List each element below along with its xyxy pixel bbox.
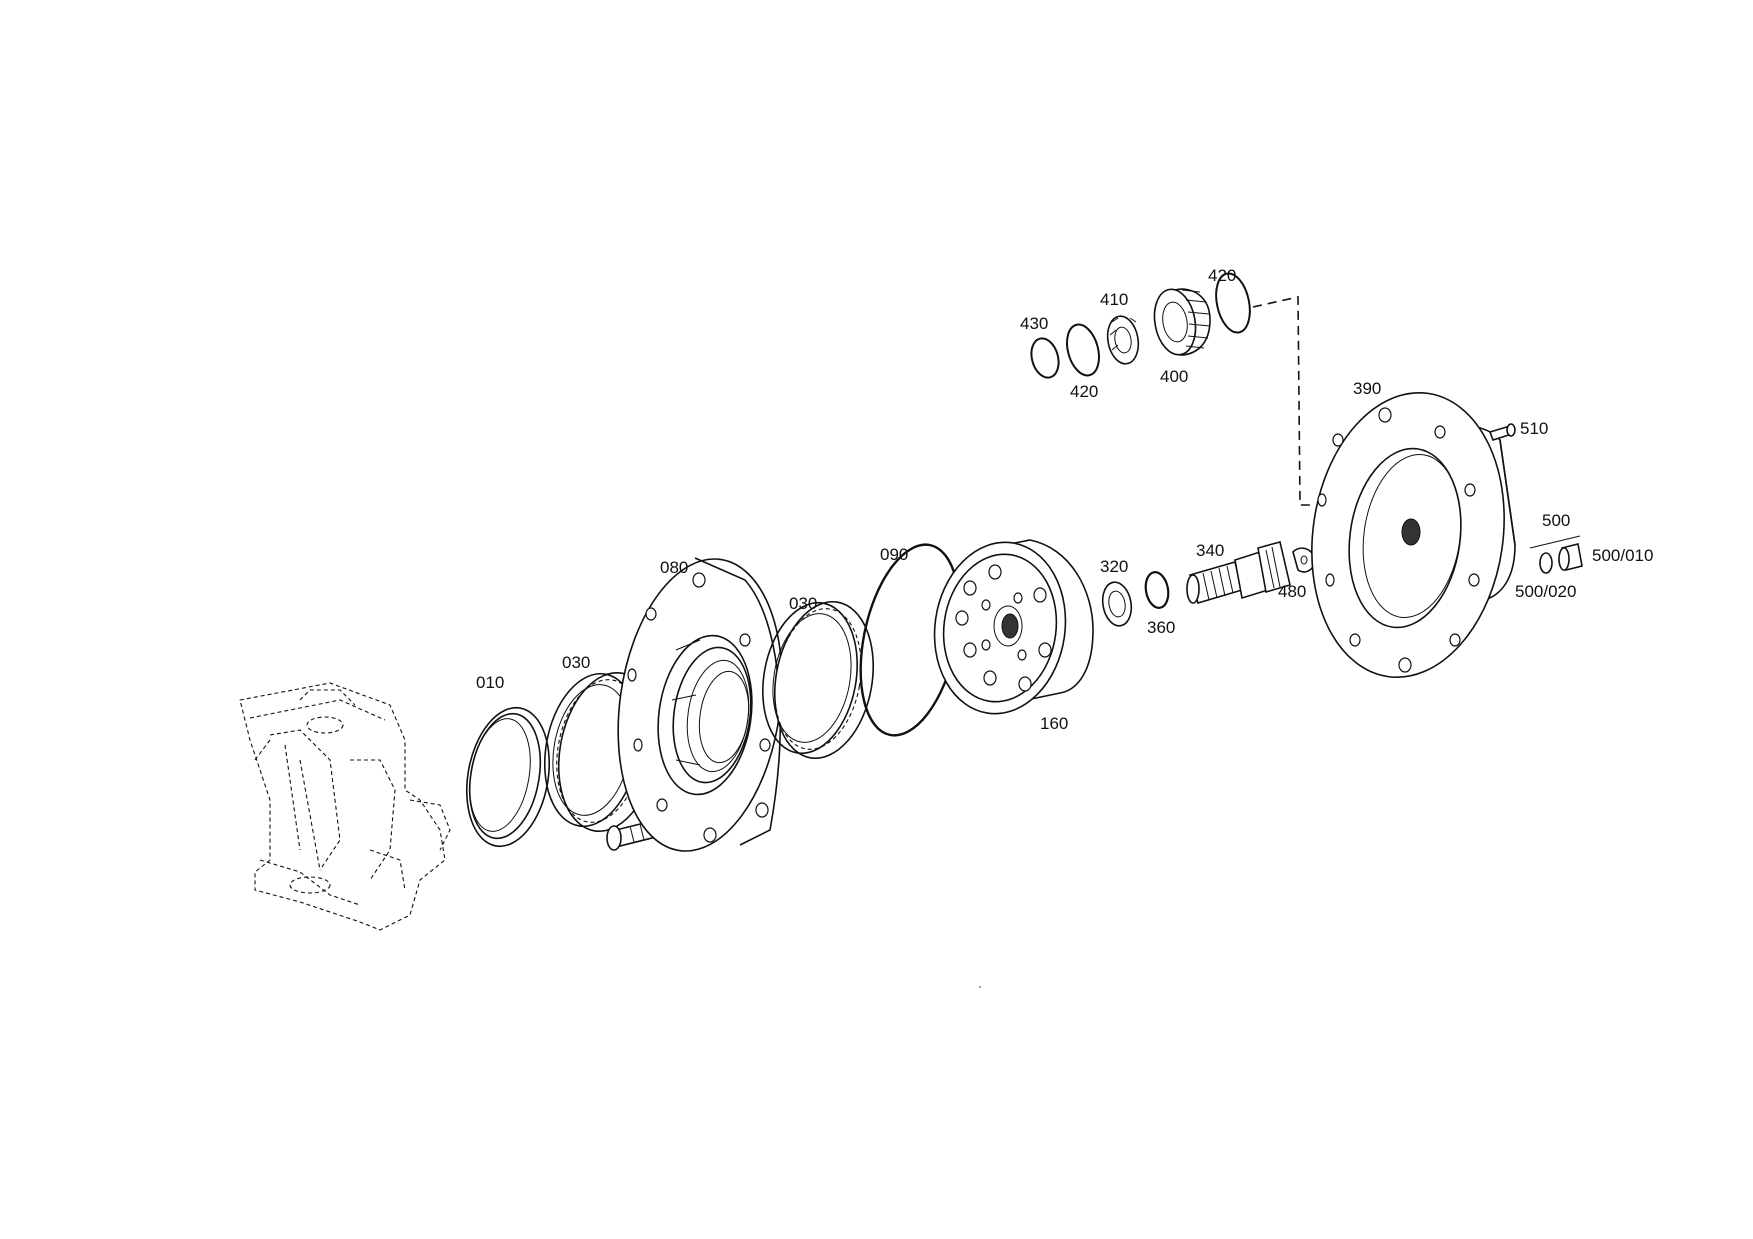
label-390: 390 — [1353, 379, 1381, 398]
part-080-wheel-hub — [617, 557, 783, 852]
part-320-thrust-washer — [1101, 581, 1133, 627]
label-500-010: 500/010 — [1592, 546, 1653, 565]
label-430: 430 — [1020, 314, 1048, 333]
part-400-planet-gear — [1153, 288, 1211, 356]
label-090: 090 — [880, 545, 908, 564]
label-080: 080 — [660, 558, 688, 577]
label-320: 320 — [1100, 557, 1128, 576]
label-340: 340 — [1196, 541, 1224, 560]
assembly-leader-line — [1252, 296, 1312, 506]
label-480: 480 — [1278, 582, 1306, 601]
label-360: 360 — [1147, 618, 1175, 637]
part-510-screw — [1488, 423, 1516, 441]
label-410: 410 — [1100, 290, 1128, 309]
part-420-ring-right — [1215, 272, 1251, 334]
part-010-seal-ring — [465, 706, 551, 848]
part-160-planet-carrier — [933, 539, 1094, 715]
part-360-snap-ring — [1144, 571, 1170, 609]
part-420-ring-left — [1066, 323, 1100, 377]
stray-dot — [979, 986, 981, 988]
label-500-020: 500/020 — [1515, 582, 1576, 601]
label-010: 010 — [476, 673, 504, 692]
part-390-planet-housing — [1311, 391, 1516, 679]
label-030-right: 030 — [789, 594, 817, 613]
part-430-ring — [1030, 337, 1060, 379]
label-500: 500 — [1542, 511, 1570, 530]
part-340-sun-gear-shaft — [1186, 541, 1291, 604]
label-400: 400 — [1160, 367, 1188, 386]
part-030-bearing-right — [762, 600, 875, 760]
label-420-right: 420 — [1208, 266, 1236, 285]
part-500-plug — [1529, 535, 1583, 574]
label-420-left: 420 — [1070, 382, 1098, 401]
knuckle-housing — [239, 682, 451, 931]
part-410-gear — [1106, 315, 1140, 365]
label-160: 160 — [1040, 714, 1068, 733]
label-510: 510 — [1520, 419, 1548, 438]
label-030-left: 030 — [562, 653, 590, 672]
